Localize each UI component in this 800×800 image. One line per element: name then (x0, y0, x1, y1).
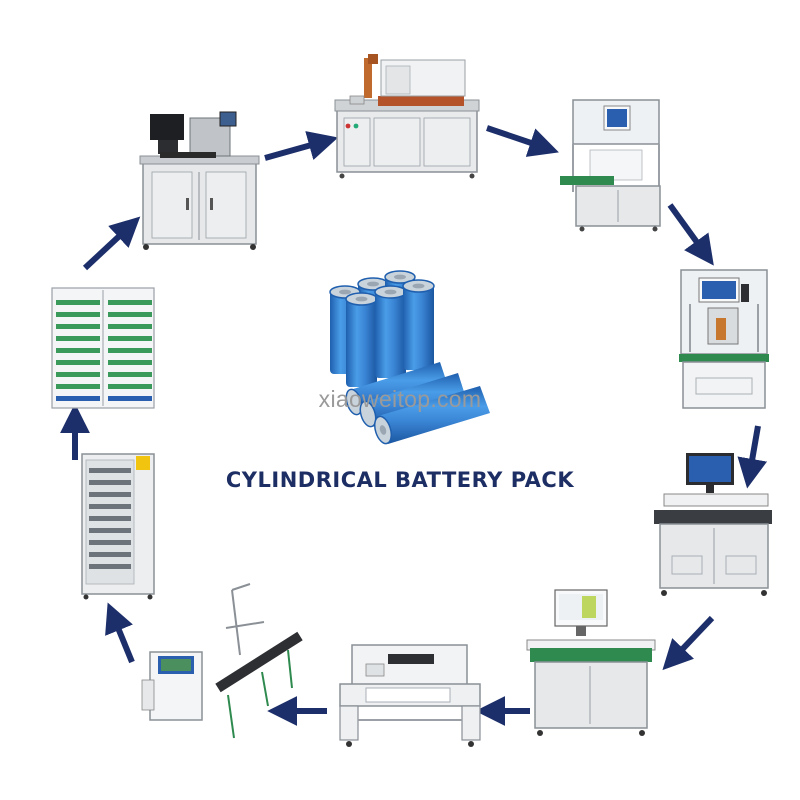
flow-arrow-4 (737, 425, 768, 489)
flow-arrows (60, 125, 768, 726)
flow-arrow-3 (667, 203, 714, 266)
battery-cell (402, 279, 435, 370)
glue-dispensing-machine-icon (560, 99, 661, 232)
grading-cabinet-channels (56, 300, 152, 401)
aging-cabinet-icon (81, 453, 155, 600)
cell-loading-machine-icon (334, 54, 480, 179)
watermark-text: xiaoweitop.com (318, 386, 482, 412)
grading-cabinet-icon (51, 287, 155, 409)
flow-arrow-2 (486, 125, 559, 157)
bms-tester-icon (654, 453, 772, 596)
inkjet-printer-icon (141, 583, 303, 739)
battery-cell (374, 285, 407, 378)
diagram-title: CYLINDRICAL BATTERY PACK (225, 468, 575, 492)
sorting-machine-icon (139, 111, 260, 250)
flow-arrow-10 (82, 216, 141, 271)
battery-cells-icon (329, 270, 490, 445)
aging-cabinet-slots (89, 468, 131, 569)
flow-arrow-8 (105, 602, 135, 664)
battery-cell (345, 292, 378, 387)
flow-arrow-5 (662, 615, 715, 671)
spot-welding-machine-icon (679, 269, 769, 409)
flow-arrow-1 (264, 131, 339, 161)
shrink-tunnel-icon (339, 644, 481, 747)
battery-cell (373, 386, 490, 445)
pack-tester-icon (526, 589, 656, 736)
